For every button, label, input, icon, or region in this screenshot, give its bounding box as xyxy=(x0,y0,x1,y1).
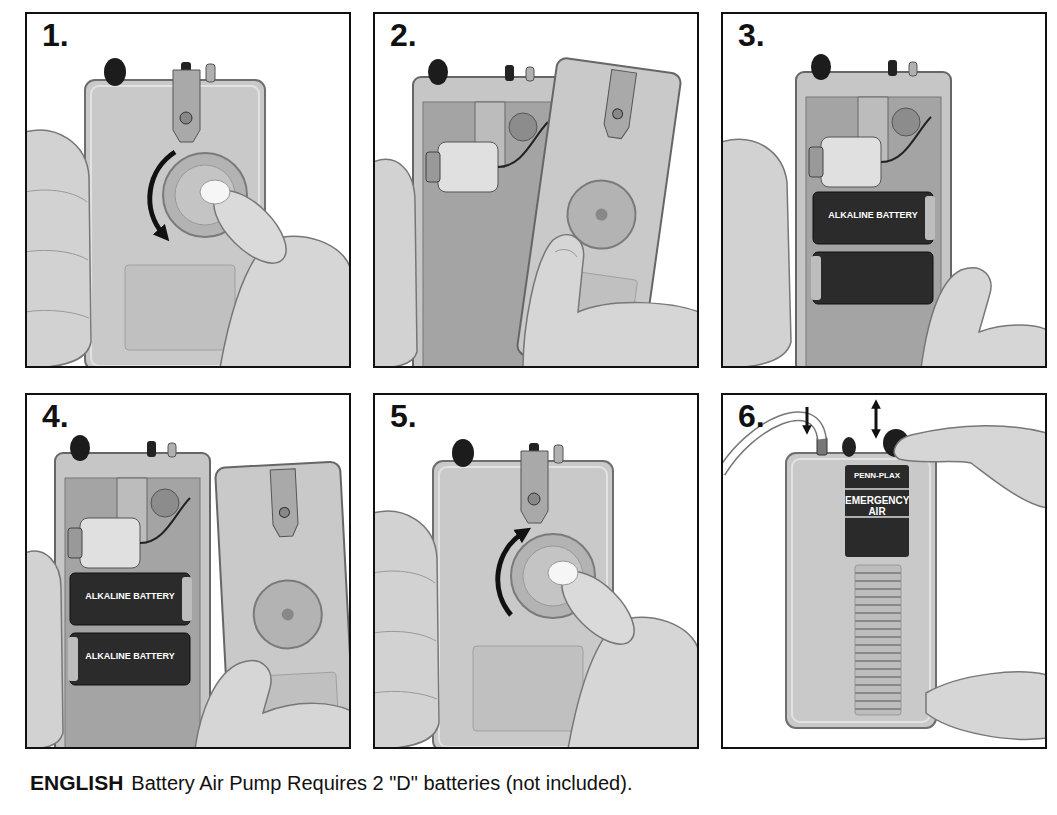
step-2-art xyxy=(373,57,699,377)
step-number: 4. xyxy=(42,399,69,434)
step-panel: 6. xyxy=(721,393,1047,749)
step-panel: 5. xyxy=(373,393,699,749)
brand-label: PENN-PLAX xyxy=(845,472,909,481)
step-number: 3. xyxy=(738,18,765,53)
battery-label: ALKALINE BATTERY xyxy=(80,652,180,662)
step-panel: 2. xyxy=(373,12,699,368)
step-panel: 3. xyxy=(721,12,1047,368)
step-1-art xyxy=(25,58,351,370)
battery-label: ALKALINE BATTERY xyxy=(80,592,180,602)
step-number: 5. xyxy=(390,399,417,434)
battery-label: ALKALINE BATTERY xyxy=(823,211,923,221)
step-4-art xyxy=(25,435,356,768)
step-number: 1. xyxy=(42,18,69,53)
step-5-art xyxy=(373,439,699,751)
step-number: 2. xyxy=(390,18,417,53)
battery xyxy=(68,573,192,685)
language-tag: ENGLISH xyxy=(30,771,123,794)
battery xyxy=(811,192,935,304)
step-number: 6. xyxy=(738,399,765,434)
product-label: EMERGENCY AIR xyxy=(845,495,909,517)
step-panel: 1. xyxy=(25,12,351,368)
step-panel: 4. xyxy=(25,393,351,749)
step-6-art xyxy=(721,405,1047,739)
step-3-art xyxy=(721,54,1047,372)
caption-text: Battery Air Pump Requires 2 "D" batterie… xyxy=(131,772,632,794)
